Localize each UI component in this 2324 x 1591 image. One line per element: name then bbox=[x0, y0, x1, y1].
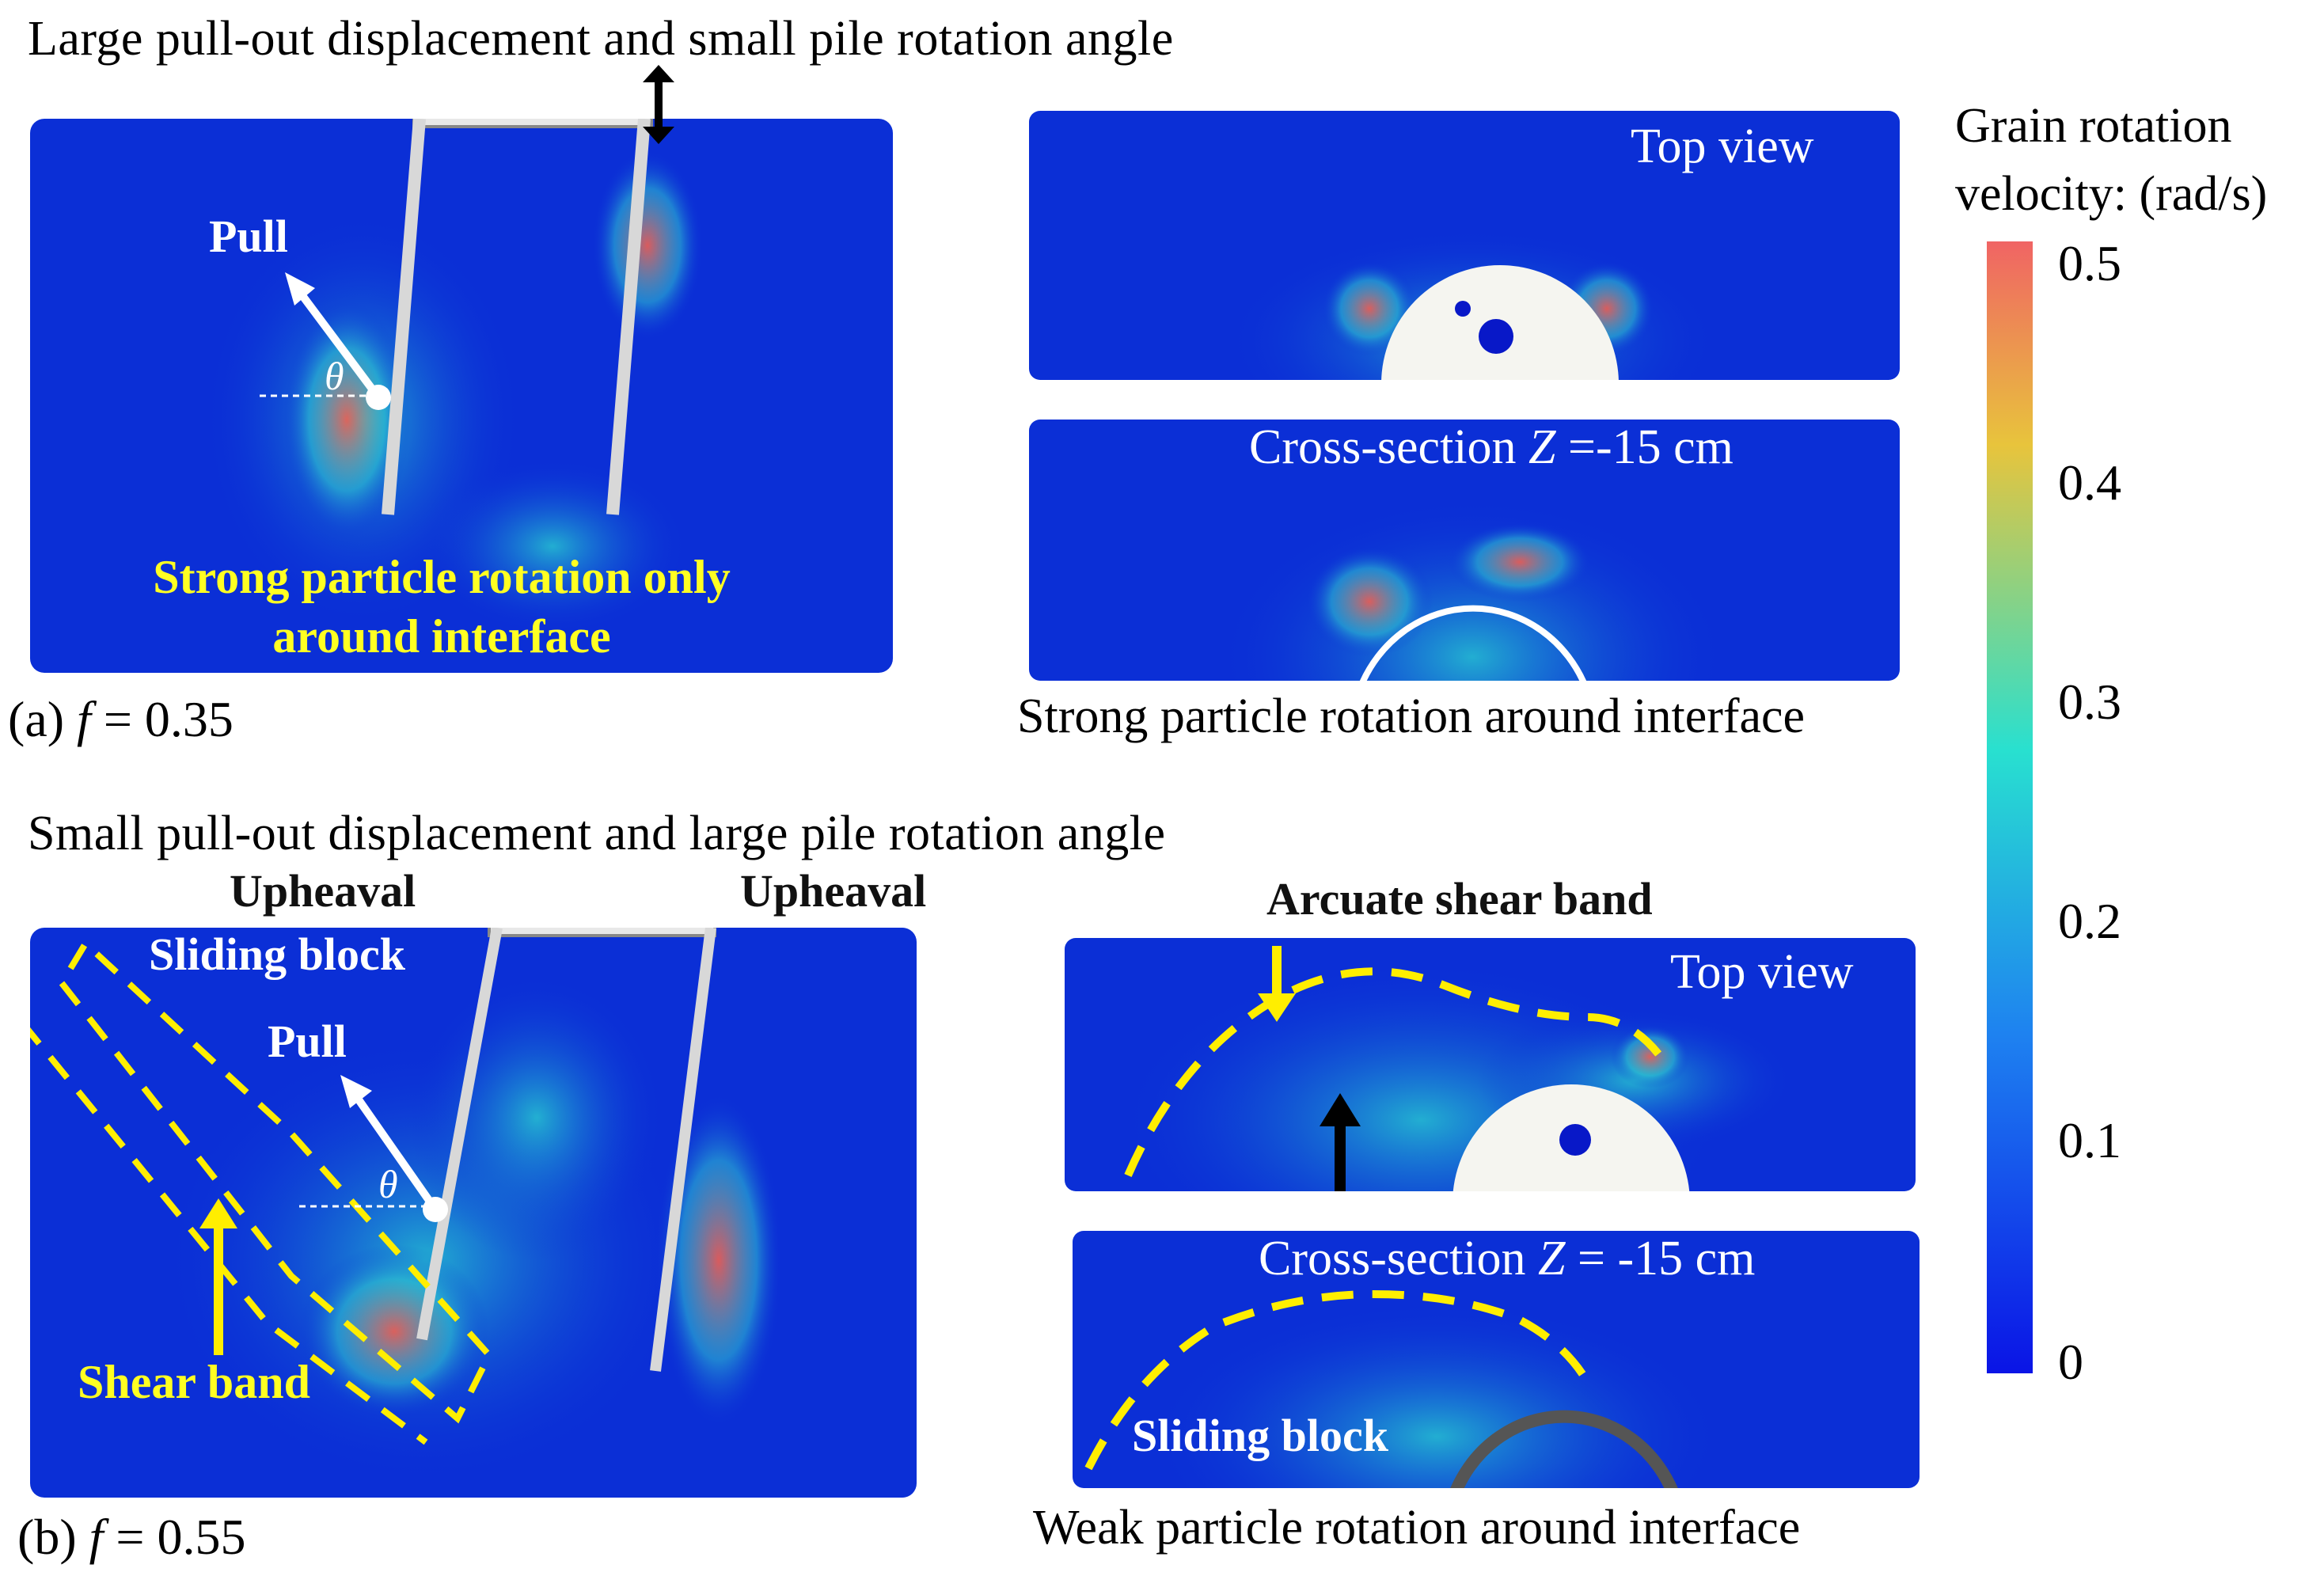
upheaval-left-label: Upheaval bbox=[230, 865, 416, 917]
arcuate-shear-band-label: Arcuate shear band bbox=[1266, 873, 1653, 925]
pile-top-b bbox=[488, 928, 716, 937]
panel-a-header: Large pull-out displacement and small pi… bbox=[28, 12, 1174, 66]
arcuate-shear-band-cs bbox=[1084, 1289, 1591, 1471]
pile-right-wall-b bbox=[650, 928, 716, 1372]
colorbar-gradient bbox=[1987, 241, 2033, 1373]
colorbar-tick-3: 0.2 bbox=[2058, 893, 2121, 949]
colorbar-tick-0: 0.5 bbox=[2058, 235, 2121, 291]
pull-label-a: Pull bbox=[209, 211, 288, 262]
pile-left-wall-a bbox=[382, 119, 426, 515]
cross-section-label-b: Cross-section Z = -15 cm bbox=[1259, 1232, 1756, 1285]
pile-top-a bbox=[412, 119, 653, 128]
upheaval-right-label: Upheaval bbox=[740, 865, 927, 917]
panel-b-right-caption: Weak particle rotation around interface bbox=[1033, 1501, 1801, 1555]
pile-left-wall-b bbox=[416, 928, 503, 1341]
panel-b-main-image: Sliding block Pull θ Shear band bbox=[30, 928, 917, 1498]
colorbar-title-line1: Grain rotation bbox=[1955, 99, 2232, 153]
panel-a-top-view: Top view bbox=[1029, 111, 1900, 380]
panel-b-caption: (b) f = 0.55 bbox=[17, 1509, 246, 1565]
pile-outline-b-cs bbox=[1450, 1410, 1678, 1488]
panel-a-cross-section: Cross-section Z =-15 cm bbox=[1029, 420, 1900, 681]
theta-label-b: θ bbox=[378, 1162, 398, 1206]
panel-a-right-caption: Strong particle rotation around interfac… bbox=[1017, 689, 1806, 743]
panel-b-cross-section: Cross-section Z = -15 cm Sliding block bbox=[1073, 1231, 1920, 1488]
panel-a-note-line2: around interface bbox=[272, 610, 611, 663]
pull-arrow-b bbox=[351, 1092, 439, 1212]
panel-a-main-overlay bbox=[204, 119, 703, 633]
panel-b-header: Small pull-out displacement and large pi… bbox=[28, 807, 1166, 860]
pile-right-wall-a bbox=[606, 119, 651, 515]
top-view-label-b: Top view bbox=[1670, 945, 1854, 999]
colorbar-tick-2: 0.3 bbox=[2058, 674, 2121, 730]
panel-a-caption: (a) f = 0.35 bbox=[8, 691, 234, 747]
colorbar-title-line2: velocity: (rad/s) bbox=[1955, 167, 2268, 221]
cross-section-label-a: Cross-section Z =-15 cm bbox=[1249, 420, 1734, 474]
pile-outline-a-cs bbox=[1359, 605, 1587, 681]
pull-arrow-a bbox=[295, 289, 382, 400]
panel-a-note-line1: Strong particle rotation only bbox=[153, 551, 731, 603]
theta-label-a: θ bbox=[325, 354, 344, 398]
colorbar-tick-5: 0 bbox=[2058, 1334, 2083, 1390]
colorbar-tick-1: 0.4 bbox=[2058, 454, 2121, 511]
shear-band-label: Shear band bbox=[78, 1356, 311, 1408]
panel-b-top-view: Top view bbox=[1065, 938, 1916, 1191]
pull-label-b: Pull bbox=[268, 1016, 347, 1067]
arcuate-shear-band-top bbox=[1124, 967, 1670, 1178]
colorbar-tick-4: 0.1 bbox=[2058, 1112, 2121, 1168]
sliding-block-outline bbox=[58, 938, 493, 1424]
sliding-block-label: Sliding block bbox=[149, 928, 405, 980]
panel-b-main-overlay bbox=[30, 928, 782, 1482]
sliding-block-cs-label: Sliding block bbox=[1132, 1410, 1388, 1461]
panel-a-main-image: Pull θ Strong particle rotation only aro… bbox=[30, 119, 893, 673]
top-view-label-a: Top view bbox=[1631, 120, 1814, 173]
